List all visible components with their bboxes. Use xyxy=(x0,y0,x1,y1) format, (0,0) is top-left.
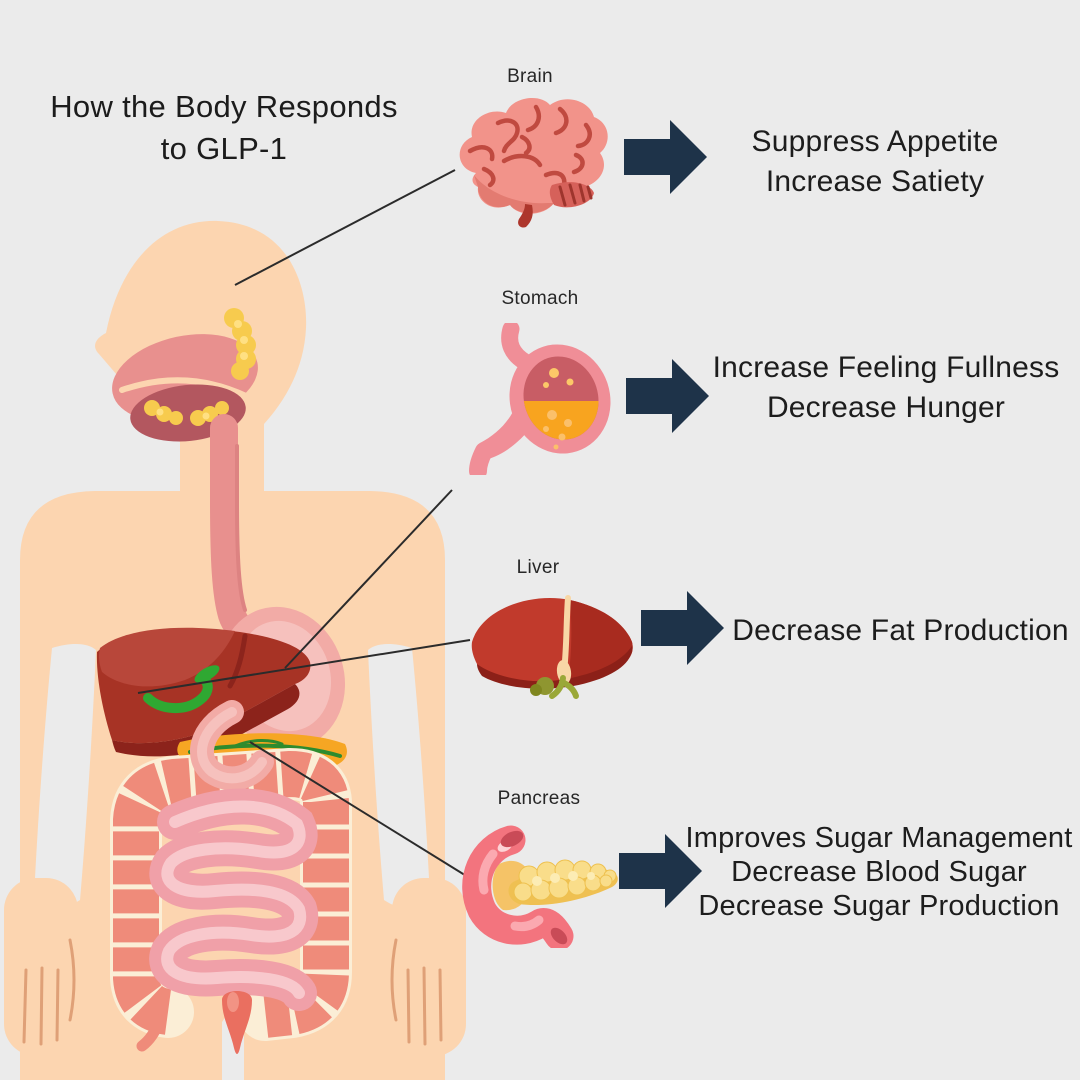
arrow-right-icon xyxy=(626,359,709,433)
organ-label-brain: Brain xyxy=(507,66,553,87)
bile-duct xyxy=(530,675,579,699)
stomach-effects-text: Increase Feeling Fullness Decrease Hunge… xyxy=(700,348,1072,428)
arrow-right-icon xyxy=(619,834,702,908)
small-intestine xyxy=(149,788,319,1011)
effect-line: Increase Feeling Fullness xyxy=(712,351,1060,384)
effect-line: Decrease Fat Production xyxy=(732,614,1069,647)
stomach-illustration xyxy=(469,323,611,475)
human-body-illustration xyxy=(4,220,466,1080)
brain-effects-text: Suppress Appetite Increase Satiety xyxy=(715,122,1035,202)
page-title-line2: to GLP-1 xyxy=(160,131,288,166)
effect-line: Improves Sugar Management xyxy=(685,822,1073,854)
effect-line: Decrease Blood Sugar xyxy=(731,856,1027,888)
page-title-line1: How the Body Responds xyxy=(50,89,398,124)
brain-illustration xyxy=(459,98,608,228)
effect-line: Decrease Sugar Production xyxy=(698,890,1060,922)
effect-line: Suppress Appetite xyxy=(751,125,999,158)
liver-effects-text: Decrease Fat Production xyxy=(728,611,1073,651)
right-hand xyxy=(390,878,466,1056)
organ-label-stomach: Stomach xyxy=(501,288,579,309)
page-title: How the Body Responds to GLP-1 xyxy=(28,86,420,170)
pancreas-illustration xyxy=(462,825,618,948)
effect-line: Increase Satiety xyxy=(765,165,985,198)
organ-label-pancreas: Pancreas xyxy=(497,788,581,809)
rectum xyxy=(222,991,252,1054)
duodenum xyxy=(190,700,274,791)
arrow-right-icon xyxy=(641,591,724,665)
left-hand xyxy=(4,878,78,1056)
liver-illustration xyxy=(471,595,633,699)
effect-line: Decrease Hunger xyxy=(766,391,1006,424)
organ-label-liver: Liver xyxy=(516,557,560,578)
salivary-glands xyxy=(144,308,256,426)
arrow-right-icon xyxy=(624,120,707,194)
pancreas-effects-text: Improves Sugar Management Decrease Blood… xyxy=(683,821,1075,923)
